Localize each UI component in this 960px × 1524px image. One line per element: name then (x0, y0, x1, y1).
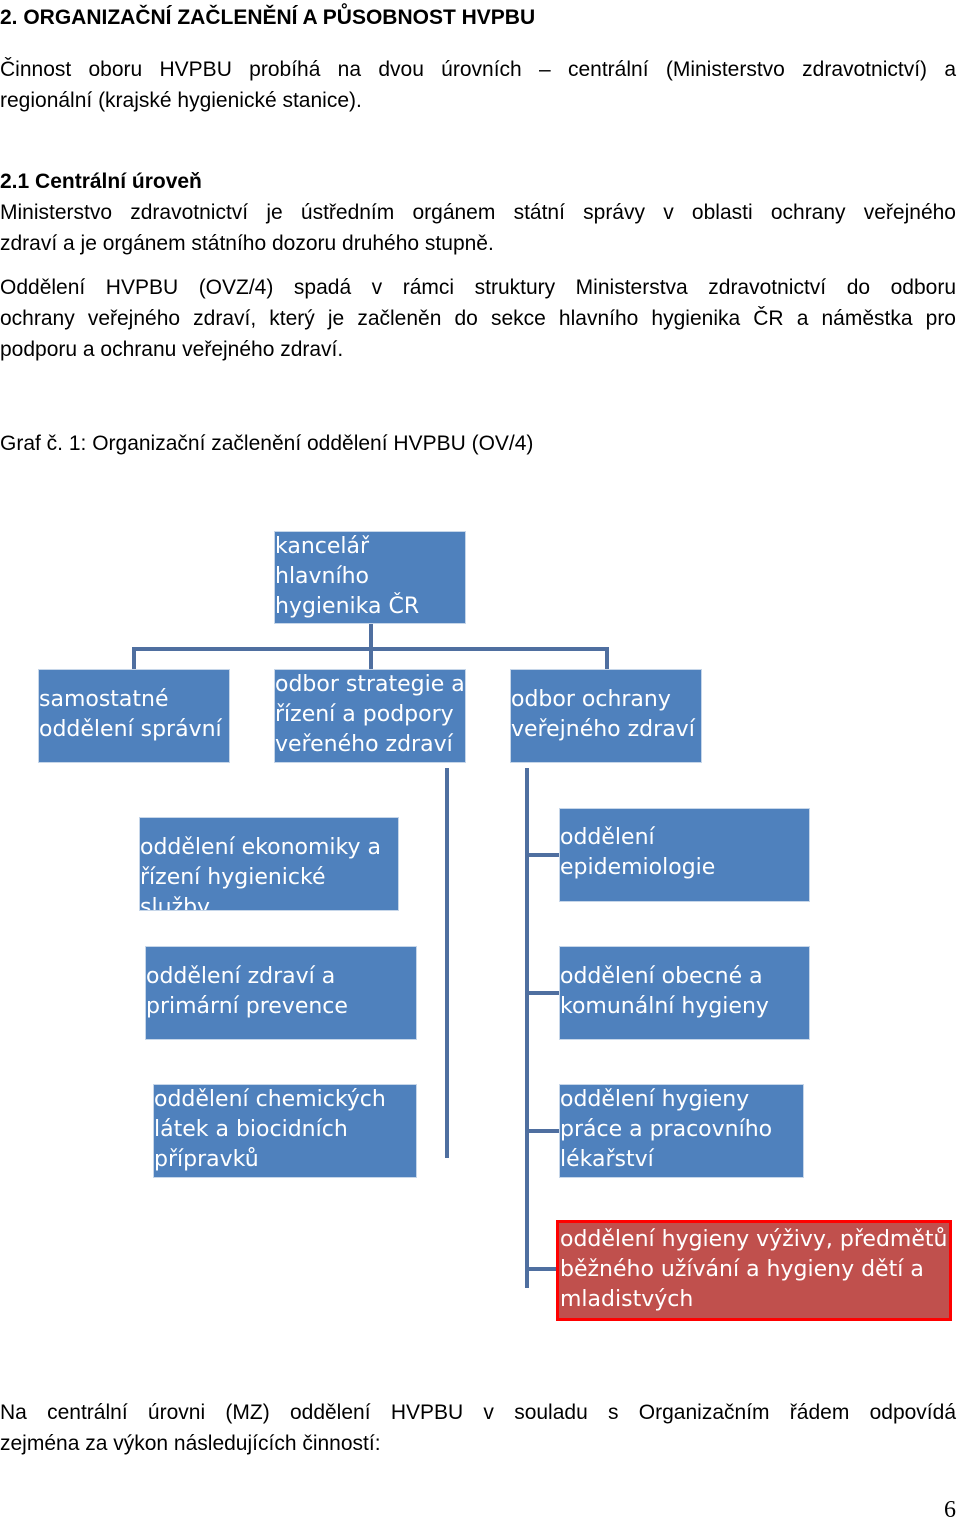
figure-caption: Graf č. 1: Organizační začlenění oddělen… (0, 432, 534, 455)
section-heading: 2. ORGANIZAČNÍ ZAČLENĚNÍ A PŮSOBNOST HVP… (0, 6, 536, 29)
connector-communal (525, 991, 560, 995)
org-box-nutrition-hygiene-unit: oddělení hygieny výživy, předmětů běžnéh… (556, 1220, 952, 1321)
org-box-label: oddělení ekonomiky a řízení hygienické s… (140, 835, 381, 911)
org-box-label: oddělení zdraví a primární prevence (146, 964, 348, 1019)
connector-protection-spine (525, 768, 529, 1288)
org-box-occupational-hygiene-unit: oddělení hygieny práce a pracovního léka… (559, 1084, 804, 1178)
org-box-label: odbor strategie a řízení a podpory veřen… (275, 672, 465, 757)
intro-line-2: regionální (krajské hygienické stanice). (0, 89, 362, 112)
org-box-epidemiology-unit: oddělení epidemiologie (559, 808, 810, 902)
org-box-health-prevention-unit: oddělení zdraví a primární prevence (145, 946, 417, 1040)
subsection-heading: 2.1 Centrální úroveň (0, 170, 202, 193)
org-box-label: oddělení hygieny výživy, předmětů běžnéh… (560, 1227, 948, 1312)
closing-line-1: Na centrální úrovni (MZ) oddělení HVPBU … (0, 1401, 956, 1424)
org-box-label: samostatné oddělení správní (39, 687, 222, 742)
org-box-label: kancelář hlavního hygienika ČR (275, 534, 420, 619)
org-box-label: oddělení epidemiologie (560, 825, 716, 880)
org-box-chief-hygienist-office: kancelář hlavního hygienika ČR (274, 531, 466, 624)
org-chart: kancelář hlavního hygienika ČR samostatn… (0, 520, 960, 1340)
para2-line-3: podporu a ochranu veřejného zdraví. (0, 338, 344, 361)
connector-top-vertical (369, 624, 373, 668)
closing-line-2: zejména za výkon následujících činností: (0, 1432, 381, 1455)
org-box-protection-department: odbor ochrany veřejného zdraví (510, 669, 702, 763)
connector-to-strategy (369, 647, 373, 669)
connector-occupational (525, 1129, 560, 1133)
org-box-chemicals-unit: oddělení chemických látek a biocidních p… (153, 1084, 417, 1178)
para2-line-1: Oddělení HVPBU (OVZ/4) spadá v rámci str… (0, 276, 956, 299)
connector-to-protection (605, 647, 609, 669)
connector-to-admin (132, 647, 136, 669)
connector-strategy-spine (445, 768, 449, 1158)
connector-epidemiology (525, 853, 560, 857)
org-box-communal-hygiene-unit: oddělení obecné a komunální hygieny (559, 946, 810, 1040)
intro-line-1: Činnost oboru HVPBU probíhá na dvou úrov… (0, 58, 956, 81)
org-box-economics-unit: oddělení ekonomiky a řízení hygienické s… (139, 817, 399, 911)
para1-line-2: zdraví a je orgánem státního dozoru druh… (0, 232, 494, 255)
org-box-admin-department: samostatné oddělení správní (38, 669, 230, 763)
connector-nutrition (525, 1267, 560, 1271)
org-box-label: oddělení chemických látek a biocidních p… (154, 1087, 386, 1172)
org-box-strategy-department: odbor strategie a řízení a podpory veřen… (274, 669, 466, 763)
org-box-label: oddělení hygieny práce a pracovního léka… (560, 1087, 773, 1172)
org-box-label: oddělení obecné a komunální hygieny (560, 964, 769, 1019)
para2-line-2: ochrany veřejného zdraví, který je začle… (0, 307, 956, 330)
page-number: 6 (944, 1497, 956, 1523)
org-box-label: odbor ochrany veřejného zdraví (511, 687, 695, 742)
para1-line-1: Ministerstvo zdravotnictví je ústředním … (0, 201, 956, 224)
